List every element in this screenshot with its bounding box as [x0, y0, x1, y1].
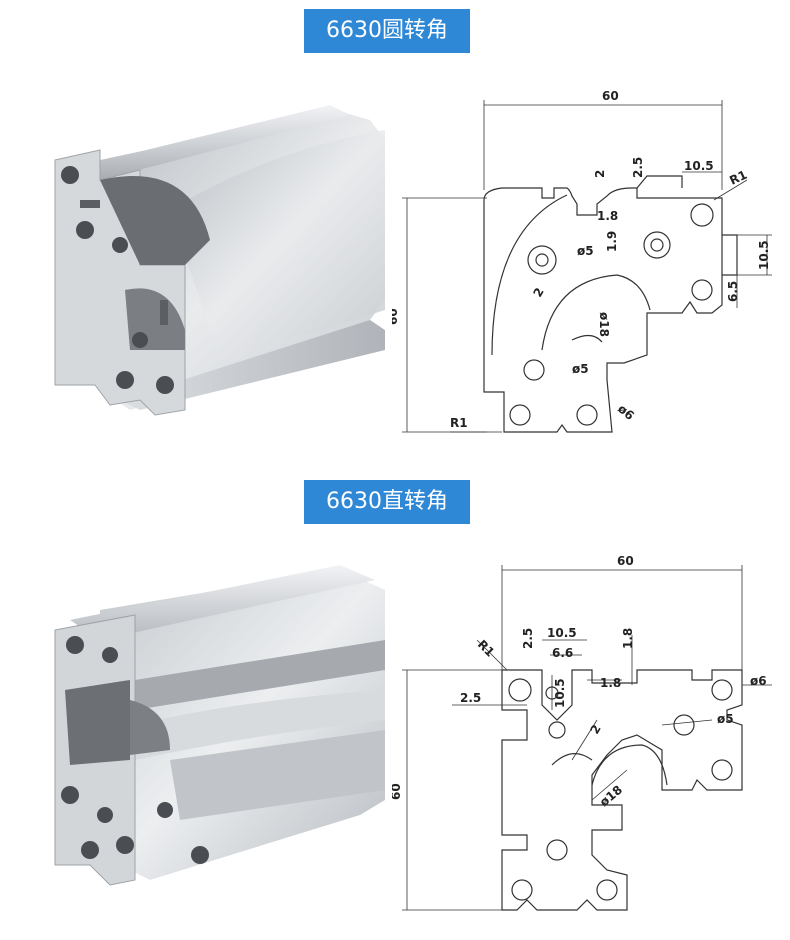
aluminum-profile-image [54, 565, 385, 886]
section-title-square-corner: 6630直转角 [304, 480, 470, 524]
dim-corner-radius-bottom: R1 [450, 416, 468, 430]
dim-inner-width: 6.6 [552, 646, 573, 660]
dim-overall-width: 60 [602, 89, 619, 103]
dim-slot-depth: 2.5 [521, 628, 535, 649]
technical-drawing-square-corner: 60 60 R1 2.5 10.5 6.6 1.8 2.5 10.5 1.8 ø… [389, 545, 790, 930]
dim-hole-small: ø5 [577, 244, 594, 258]
dim-slot-offset: 6.5 [726, 281, 740, 302]
cross-section-drawing: 60 60 2 2.5 10.5 R1 1.8 1.9 ø5 2 ø18 10.… [386, 89, 772, 433]
dim-slot-height: 10.5 [757, 240, 771, 270]
dim-hole-large: ø6 [615, 402, 637, 423]
dim-wall-top: 1.8 [621, 628, 635, 649]
dim-overall-height: 60 [392, 783, 403, 800]
cross-section-drawing: 60 60 R1 2.5 10.5 6.6 1.8 2.5 10.5 1.8 ø… [389, 554, 772, 911]
dim-corner-radius: R1 [727, 168, 749, 188]
dim-wall-inner: 1.8 [600, 676, 621, 690]
section-title-round-corner: 6630圆转角 [304, 9, 470, 53]
dim-corner-radius: R1 [475, 637, 497, 659]
dim-overall-height: 60 [392, 308, 400, 325]
dim-slot-width: 10.5 [547, 626, 577, 640]
dim-notch-depth: 2 [593, 170, 607, 178]
dim-hole-center: ø5 [572, 362, 589, 376]
dim-wall-thickness: 2 [587, 722, 603, 736]
profile-photo-round-corner [40, 90, 385, 420]
technical-drawing-round-corner: 60 60 2 2.5 10.5 R1 1.8 1.9 ø5 2 ø18 10.… [386, 80, 790, 450]
dim-hole-small: ø5 [717, 712, 734, 726]
dim-wall: 1.8 [597, 209, 618, 223]
dim-overall-width: 60 [617, 554, 634, 568]
dim-slot-width: 10.5 [684, 159, 714, 173]
dim-hole-large: ø6 [750, 674, 767, 688]
dim-slot-height: 10.5 [553, 678, 567, 708]
dim-side-depth: 2.5 [460, 691, 481, 705]
aluminum-profile-image [54, 105, 385, 416]
dim-slot-depth: 2.5 [631, 157, 645, 178]
dim-wall-thickness: 2 [530, 285, 546, 299]
dim-center-bore: ø18 [597, 312, 611, 337]
profile-photo-square-corner [40, 560, 385, 890]
dim-web: 1.9 [605, 231, 619, 252]
